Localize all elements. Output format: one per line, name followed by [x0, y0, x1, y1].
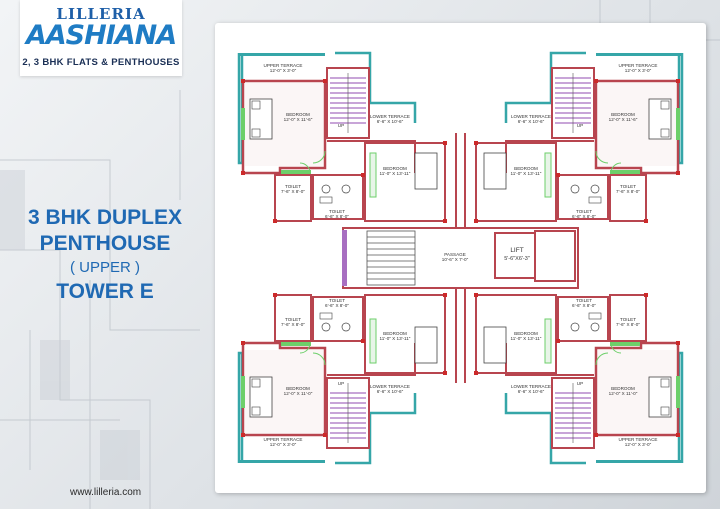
floor-plan-card: UPPER TERRACE 12'-0" X 3'-0" BEDROOM 12'…: [215, 23, 706, 493]
dim-inner-bedroom-bl: 11'-0" X 13'-11": [380, 336, 411, 341]
logo-brand: LILLERIA: [56, 5, 146, 23]
label-inner-bedroom-bl: BEDROOM: [383, 331, 407, 336]
label-lower-terrace-tl: LOWER TERRACE: [370, 114, 410, 119]
label-toilet-tr-outer: TOILET: [620, 184, 636, 189]
dim-upper-terrace-bl: 12'-0" X 3'-0": [270, 442, 297, 447]
dim-toilet-tr-inner: 6'-6" X 8'-0": [572, 214, 596, 219]
dim-lower-terrace-br: 6'-6" X 10'-6": [518, 389, 545, 394]
dim-upper-terrace-br: 12'-0" X 3'-0": [625, 442, 652, 447]
label-toilet-br-outer: TOILET: [620, 317, 636, 322]
label-upper-terrace-bl: UPPER TERRACE: [264, 437, 303, 442]
dim-inner-bedroom-br: 11'-0" X 13'-11": [511, 336, 542, 341]
label-up-tr: UP: [577, 123, 583, 128]
label-upper-terrace-tl: UPPER TERRACE: [264, 63, 303, 68]
label-inner-bedroom-tr: BEDROOM: [514, 166, 538, 171]
label-lower-terrace-tr: LOWER TERRACE: [511, 114, 551, 119]
website-link[interactable]: www.lilleria.com: [70, 487, 142, 498]
dim-lower-terrace-tr: 6'-6" X 10'-6": [518, 119, 545, 124]
dim-lower-terrace-bl: 6'-6" X 10'-6": [377, 389, 404, 394]
plan-quadrant-top-left: [237, 51, 449, 225]
dim-bedroom-br: 12'-0" X 11'-0": [609, 391, 638, 396]
dim-toilet-tr-outer: 7'-6" X 8'-0": [616, 189, 640, 194]
dim-lower-terrace-tl: 6'-6" X 10'-6": [377, 119, 404, 124]
central-core: [342, 133, 579, 383]
dim-toilet-br-inner: 6'-6" X 8'-0": [572, 303, 596, 308]
floor-plan: UPPER TERRACE 12'-0" X 3'-0" BEDROOM 12'…: [237, 51, 684, 465]
dim-upper-terrace-tr: 12'-0" X 3'-0": [625, 68, 652, 73]
dim-toilet-bl-inner: 6'-6" X 8'-0": [325, 303, 349, 308]
label-inner-bedroom-br: BEDROOM: [514, 331, 538, 336]
label-bedroom-tl: BEDROOM: [286, 112, 310, 117]
label-lower-terrace-bl: LOWER TERRACE: [370, 384, 410, 389]
dim-toilet-br-outer: 7'-6" X 8'-0": [616, 322, 640, 327]
dim-toilet-bl-outer: 7'-6" X 8'-0": [281, 322, 305, 327]
logo-name: AASHIANA: [25, 20, 177, 51]
title-line-2: PENTHOUSE: [39, 232, 171, 255]
label-toilet-tr-inner: TOILET: [576, 209, 592, 214]
label-toilet-tl-outer: TOILET: [285, 184, 301, 189]
label-toilet-br-inner: TOILET: [576, 298, 592, 303]
label-toilet-tl-inner: TOILET: [329, 209, 345, 214]
dim-toilet-tl-outer: 7'-6" X 8'-0": [281, 189, 305, 194]
title-line-3: ( UPPER ): [69, 259, 140, 276]
dim-inner-bedroom-tl: 11'-0" X 13'-11": [380, 171, 411, 176]
label-upper-terrace-br: UPPER TERRACE: [619, 437, 658, 442]
dim-passage: 10'-6" X 7'-0": [442, 257, 469, 262]
dim-bedroom-bl: 12'-0" X 11'-0": [284, 391, 313, 396]
label-toilet-bl-outer: TOILET: [285, 317, 301, 322]
page-title: 3 BHK DUPLEX PENTHOUSE ( UPPER ) TOWER E: [10, 205, 200, 305]
label-lift: LIFT: [510, 247, 523, 254]
label-upper-terrace-tr: UPPER TERRACE: [619, 63, 658, 68]
label-bedroom-bl: BEDROOM: [286, 386, 310, 391]
dim-upper-terrace-tl: 12'-0" X 3'-0": [270, 68, 297, 73]
logo-tagline: 2, 3 BHK FLATS & PENTHOUSES: [22, 57, 180, 68]
label-bedroom-tr: BEDROOM: [611, 112, 635, 117]
label-passage: PASSAGE: [444, 252, 466, 257]
dim-lift: 5'-6"X6'-3": [504, 256, 530, 262]
dim-bedroom-tr: 12'-0" X 11'-6": [609, 117, 638, 122]
dim-bedroom-tl: 12'-0" X 11'-6": [284, 117, 313, 122]
label-up-bl: UP: [338, 381, 344, 386]
label-up-tl: UP: [338, 123, 344, 128]
plan-quadrant-top-right: [472, 51, 684, 225]
label-lower-terrace-br: LOWER TERRACE: [511, 384, 551, 389]
label-bedroom-br: BEDROOM: [611, 386, 635, 391]
label-toilet-bl-inner: TOILET: [329, 298, 345, 303]
dim-inner-bedroom-tr: 11'-0" X 13'-11": [511, 171, 542, 176]
title-line-1: 3 BHK DUPLEX: [27, 206, 183, 229]
label-up-br: UP: [577, 381, 583, 386]
logo[interactable]: LILLERIA AASHIANA 2, 3 BHK FLATS & PENTH…: [20, 0, 182, 76]
title-line-4: TOWER E: [56, 280, 154, 303]
label-inner-bedroom-tl: BEDROOM: [383, 166, 407, 171]
dim-toilet-tl-inner: 6'-6" X 8'-0": [325, 214, 349, 219]
